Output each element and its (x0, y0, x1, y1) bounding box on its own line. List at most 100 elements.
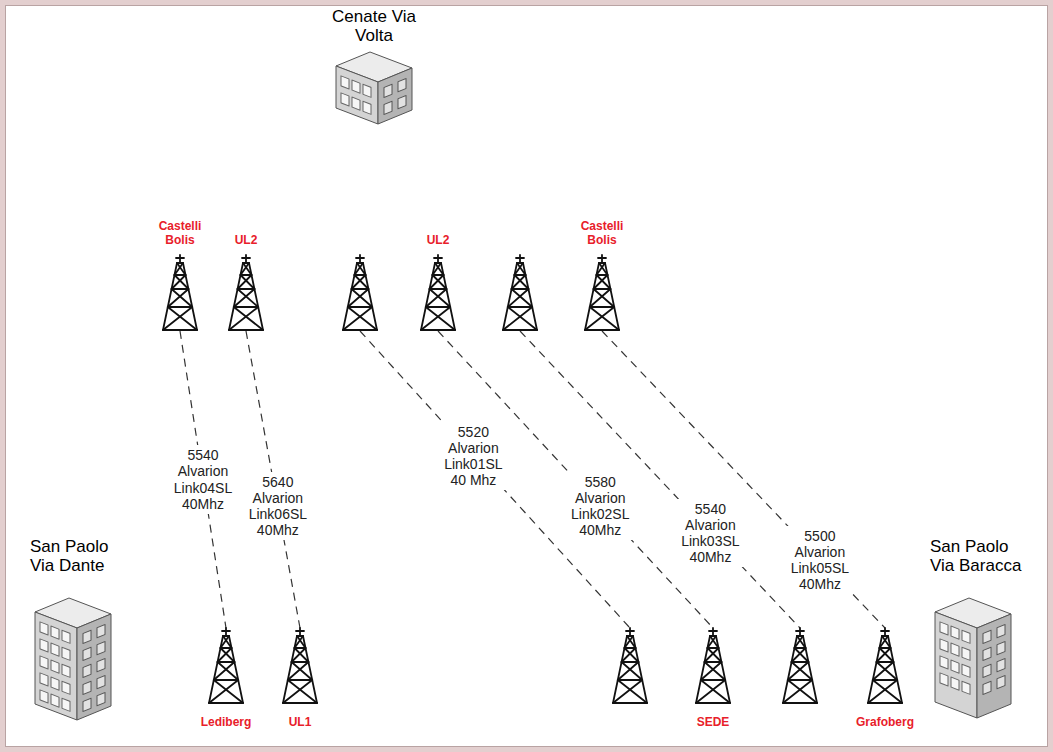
link-label: 5520 Alvarion Link01SL 40 Mhz (439, 422, 507, 490)
tower-brace (238, 289, 259, 307)
tower-label: Lediberg (191, 716, 261, 730)
tower-brace (234, 289, 255, 307)
tower-brace (426, 306, 450, 308)
radio-tower: Castelli Bolis (580, 255, 624, 331)
tower-brace (430, 275, 444, 289)
building-window (40, 656, 48, 669)
tower-mast (598, 257, 606, 259)
tower-brace (288, 662, 309, 680)
tower-brace (868, 680, 897, 703)
tower-icon (338, 255, 382, 331)
tower-mast (799, 628, 801, 636)
tower-lattice (503, 255, 537, 330)
tower-brace (879, 648, 893, 662)
tower-brace (168, 289, 189, 307)
building-windows (40, 622, 70, 711)
tower-mast (299, 628, 301, 636)
tower-lattice (163, 255, 197, 330)
tower-mast (179, 255, 181, 263)
tower-brace (622, 662, 643, 680)
building-windows (341, 76, 371, 114)
tower-brace (220, 636, 229, 648)
tower-brace (218, 648, 232, 662)
tower-label: UL2 (216, 234, 276, 248)
tower-brace (792, 661, 809, 663)
building-window (62, 664, 70, 677)
building-window (97, 692, 105, 705)
building: San Paolo Via Baracca (935, 598, 1011, 718)
tower-brace (209, 680, 238, 703)
tower-brace (168, 307, 197, 330)
site-label: Cenate Via Volta (332, 7, 416, 46)
tower-brace (163, 307, 192, 330)
building-window (51, 660, 59, 673)
building-window (962, 630, 970, 643)
building-window (962, 647, 970, 660)
tower-label: UL1 (265, 716, 335, 730)
tower-brace (421, 307, 450, 330)
tower-brace (594, 289, 615, 307)
tower-brace (234, 307, 263, 330)
tower-mast (884, 628, 886, 636)
building-icon (935, 598, 1011, 718)
building-window (83, 647, 91, 660)
tower-brace (794, 648, 808, 662)
link-label: 5540 Alvarion Link03SL 40Mhz (676, 499, 744, 567)
tower-brace (705, 662, 726, 680)
building-windows (83, 624, 105, 711)
radio-link (520, 331, 800, 628)
tower-brace (618, 662, 639, 680)
building-window (363, 84, 371, 97)
tower-brace (701, 680, 730, 703)
tower-brace (613, 680, 642, 703)
tower-brace (352, 289, 373, 307)
tower-mast (242, 257, 250, 259)
radio-tower: Lediberg (204, 628, 248, 704)
tower-brace (348, 289, 369, 307)
radio-tower (498, 255, 542, 331)
radio-link (438, 331, 713, 628)
tower-brace (294, 648, 308, 662)
site-label: San Paolo Via Baracca (930, 537, 1034, 576)
building-window (951, 660, 959, 673)
building-window (997, 658, 1005, 671)
tower-lattice (783, 628, 817, 703)
building-window (997, 624, 1005, 637)
tower-brace (792, 648, 806, 662)
building-window (962, 681, 970, 694)
radio-tower: UL2 (224, 255, 268, 331)
building-window (341, 76, 349, 89)
building-window (62, 698, 70, 711)
link-label: 5540 Alvarion Link04SL 40Mhz (169, 445, 237, 513)
building-window (363, 101, 371, 114)
tower-brace (622, 661, 639, 663)
tower-brace (292, 662, 313, 680)
page-ground (6, 6, 1048, 747)
building-window (983, 630, 991, 643)
tower-lattice (868, 628, 902, 703)
building-window (51, 626, 59, 639)
tower-brace (508, 307, 537, 330)
tower-brace (283, 680, 312, 703)
tower-brace (209, 702, 243, 704)
tower-brace (792, 662, 813, 680)
building-window (997, 675, 1005, 688)
tower-brace (512, 288, 529, 290)
tower-brace (508, 306, 532, 308)
tower-brace (238, 275, 252, 289)
tower-mast (356, 257, 364, 259)
building-window (341, 93, 349, 106)
tower-brace (696, 702, 730, 704)
tower-brace (214, 679, 238, 681)
tower-icon (580, 255, 624, 331)
tower-brace (348, 307, 377, 330)
building-body (935, 598, 1011, 718)
tower-mast (296, 630, 304, 632)
building-icon (336, 52, 412, 124)
tower-brace (172, 275, 186, 289)
tower-brace (512, 275, 526, 289)
tower-brace (294, 636, 303, 648)
tower-mast (796, 630, 804, 632)
tower-brace (229, 329, 263, 331)
